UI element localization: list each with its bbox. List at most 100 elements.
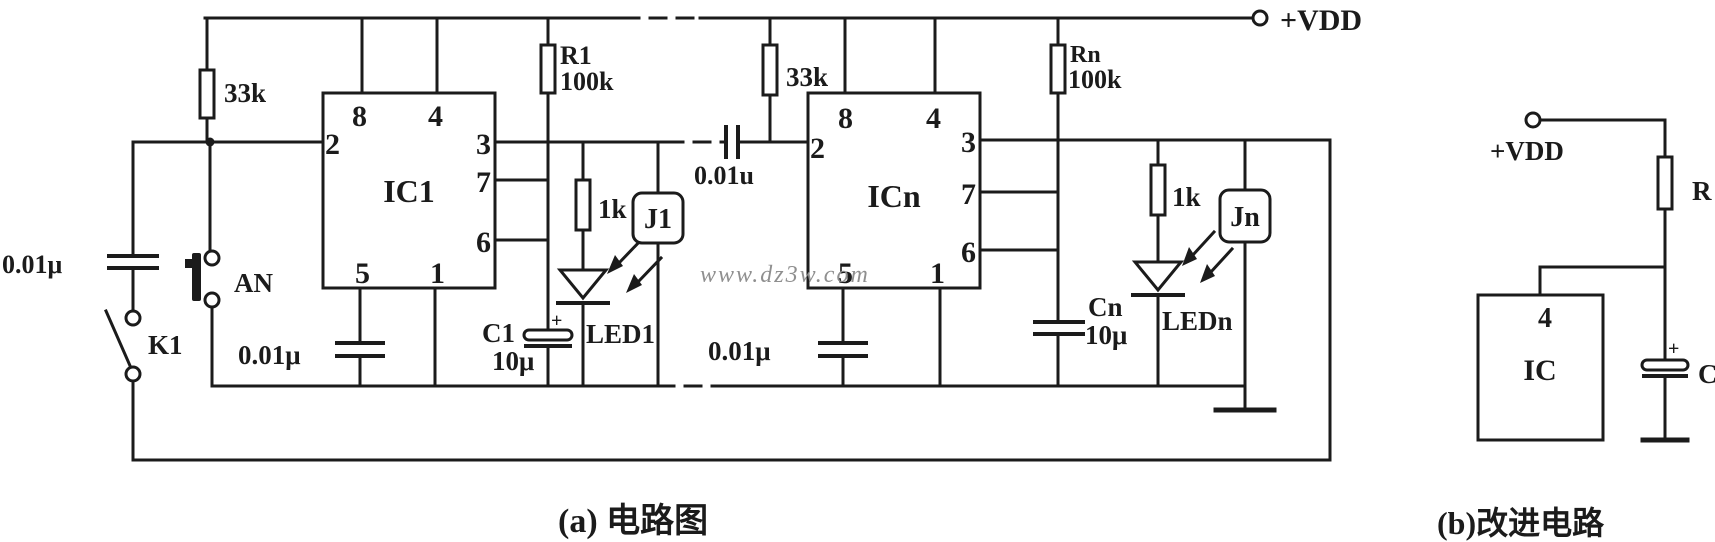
capacitor-name: C1 [482, 318, 515, 348]
pin-number: 8 [352, 100, 367, 133]
pin-number: 8 [838, 102, 853, 135]
button-contact-icon [203, 249, 221, 267]
pin-number: 6 [476, 226, 491, 259]
button-actuator-icon [192, 253, 201, 301]
resistor-name: R1 [560, 41, 592, 70]
capacitor-value: 0.01μ [2, 250, 63, 279]
pin-number: 2 [810, 132, 825, 165]
capacitor-name: C [1698, 359, 1715, 389]
rn-cn-branch: Rn 100k Cn 10μ [1033, 16, 1127, 388]
resistor-value: 33k [224, 78, 266, 108]
ic-label: IC1 [383, 173, 435, 209]
relay-j1: J1 [631, 140, 685, 388]
led-triangle-icon [556, 268, 610, 301]
ic-body [806, 91, 982, 290]
button-actuator-nub-icon [185, 259, 193, 268]
led-arrowhead-icon [1182, 247, 1197, 266]
resistor-body-icon [198, 68, 216, 120]
resistor-33k-left: 33k [198, 16, 266, 144]
switch-contact-icon [124, 309, 142, 327]
icn: 8 4 2 3 7 6 5 1 ICn [806, 16, 1332, 388]
resistor-body-icon [574, 178, 592, 232]
capacitor-value: 0.01μ [708, 336, 771, 366]
resistor-name: R [1692, 176, 1712, 206]
resistor-33k-n: 33k [761, 16, 828, 144]
button-contact-icon [203, 291, 221, 309]
capacitor-value: 0.01μ [238, 340, 301, 370]
switch-blade-icon [104, 309, 133, 370]
pin-number: 4 [926, 102, 941, 135]
button-label: AN [234, 268, 273, 298]
capacitor-value: 0.01u [694, 161, 754, 190]
circuit-b: +VDD R 4 IC + C [1476, 111, 1715, 443]
resistor-body-icon [761, 43, 779, 97]
caption-circuit-a: (a) 电路图 [558, 502, 708, 540]
pin-number: 2 [325, 128, 340, 161]
pin-number: 3 [961, 126, 976, 159]
pin-number: 7 [476, 166, 491, 199]
watermark: www.dz3w.com [700, 262, 870, 288]
vdd-terminal-icon [1251, 9, 1269, 27]
relay-jn: Jn [1213, 138, 1277, 413]
ic-label: ICn [867, 178, 921, 214]
ic1: 8 4 2 3 7 6 5 1 IC1 [321, 16, 728, 388]
resistor-body-icon [539, 43, 557, 95]
coupling-cap: 0.01u [694, 125, 810, 190]
vdd-label: +VDD [1490, 136, 1564, 166]
ledn-branch: 1k LEDn [1131, 138, 1235, 388]
pushbutton-an: AN [185, 140, 273, 388]
pin-number: 4 [428, 100, 443, 133]
led-arrowhead-icon [1200, 264, 1215, 283]
vdd-label: +VDD [1280, 4, 1362, 37]
electrolytic-cap-plate-icon [1640, 358, 1690, 372]
pin-number: 4 [1538, 303, 1552, 334]
led1-branch: 1k LED1 [556, 140, 664, 388]
led-arrow-icon [1189, 229, 1217, 259]
switch-contact-icon [124, 365, 142, 383]
ic-label: IC [1523, 354, 1556, 387]
pin-number: 5 [838, 257, 853, 290]
caption-circuit-b: (b)改进电路 [1437, 505, 1605, 541]
led-arrowhead-icon [607, 255, 623, 274]
led-triangle-icon [1131, 260, 1185, 293]
trigger-node-row [131, 137, 325, 147]
pin-number: 7 [961, 178, 976, 211]
top-supply-rail: +VDD [203, 4, 1362, 37]
pin-number: 1 [930, 257, 945, 290]
input-cap-switch-chain: 0.01μ K1 [2, 140, 183, 462]
resistor-value: 1k [1172, 182, 1201, 212]
led-label: LED1 [586, 319, 655, 349]
resistor-body-icon [1656, 155, 1674, 211]
cap-pin5-icn: 0.01μ [708, 286, 868, 388]
led-label: LEDn [1162, 306, 1233, 336]
relay-label: J1 [644, 204, 672, 235]
switch-label: K1 [148, 330, 183, 360]
resistor-value: 1k [598, 194, 627, 224]
led-arrowhead-icon [626, 274, 642, 293]
led-arrow-icon [1207, 246, 1235, 276]
ic-body [321, 91, 497, 290]
resistor-value: 100k [560, 67, 614, 96]
capacitor-value: 10μ [492, 346, 534, 376]
vdd-terminal-icon [1524, 111, 1542, 129]
pin-number: 1 [430, 257, 445, 290]
outer-loop [131, 138, 1332, 462]
relay-label: Jn [1230, 202, 1260, 233]
polarity-plus: + [1668, 338, 1679, 360]
electrolytic-cap-plate-icon [522, 328, 574, 342]
pin-number: 5 [355, 257, 370, 290]
resistor-value: 100k [1068, 65, 1122, 94]
pin-number: 6 [961, 236, 976, 269]
resistor-body-icon [1149, 163, 1167, 217]
capacitor-value: 10μ [1085, 320, 1127, 350]
r1-c1-branch: R1 100k + C1 10μ [482, 16, 614, 388]
resistor-name: Rn [1070, 42, 1101, 68]
ic-body [1476, 293, 1605, 442]
resistor-body-icon [1049, 43, 1067, 95]
resistor-value: 33k [786, 62, 828, 92]
polarity-plus: + [551, 310, 562, 332]
cap-pin5-ic1: 0.01μ [238, 286, 385, 388]
pin-number: 3 [476, 128, 491, 161]
